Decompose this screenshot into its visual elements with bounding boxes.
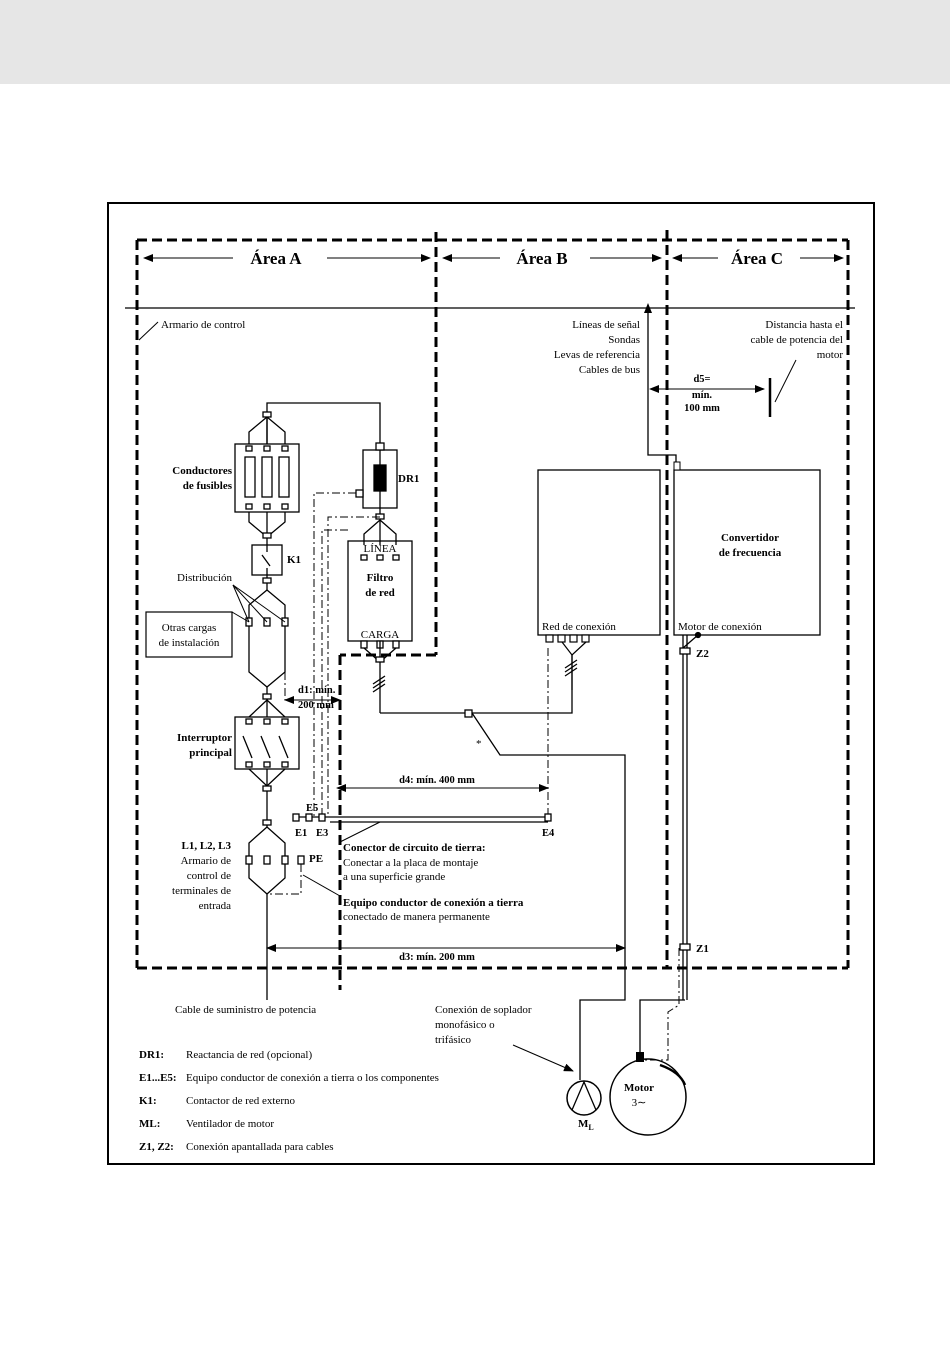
distance-motor-label-2: cable de potencia del xyxy=(750,334,843,346)
z1-label: Z1 xyxy=(696,943,709,955)
ground-connector-title: Conector de circuito de tierra: xyxy=(343,842,486,854)
legend-key-ml: ML: xyxy=(139,1118,160,1130)
l123-label: L1, L2, L3 xyxy=(181,840,231,852)
legend: DR1: Reactancia de red (opcional) E1...E… xyxy=(139,1049,439,1153)
motor-label: Motor xyxy=(624,1082,654,1094)
e1-label: E1 xyxy=(295,828,307,839)
d5-label: d5= xyxy=(693,374,710,385)
armario-label: Armario de control xyxy=(161,319,245,331)
distribution-label: Distribución xyxy=(177,572,232,584)
blower-label-1: Conexión de soplador xyxy=(435,1004,532,1016)
fuses-label-2: de fusibles xyxy=(183,480,233,492)
d3-label: d3: mín. 200 mm xyxy=(399,952,475,963)
d5-min-label: mín. xyxy=(692,390,713,401)
header-bar xyxy=(0,0,950,84)
filter-label-2: de red xyxy=(365,587,394,599)
probes-label: Sondas xyxy=(608,334,640,346)
network-connection-box xyxy=(537,469,661,636)
ground-bar xyxy=(292,813,552,823)
legend-text-z: Conexión apantallada para cables xyxy=(186,1141,334,1153)
fuses-label: Conductores xyxy=(172,465,232,477)
filter-label: Filtro xyxy=(367,572,394,584)
carga-label: CARGA xyxy=(361,629,400,641)
blower-label-2: monofásico o xyxy=(435,1019,495,1031)
e4-label: E4 xyxy=(542,828,555,839)
d5-value-label: 100 mm xyxy=(684,403,720,414)
e3-label: E3 xyxy=(316,828,328,839)
main-switch xyxy=(234,716,300,770)
other-loads-box xyxy=(145,611,233,658)
signal-lines-label: Líneas de señal xyxy=(572,319,640,331)
converter-label: Convertidor xyxy=(721,532,779,544)
supply-cable-label: Cable de suministro de potencia xyxy=(175,1004,316,1016)
k1-label: K1 xyxy=(287,554,301,566)
motor-connection-label: Motor de conexión xyxy=(678,621,762,633)
equipment-title: Equipo conductor de conexión a tierra xyxy=(343,897,524,909)
terminal-label-3: terminales de xyxy=(172,885,231,897)
linea-label: LÍNEA xyxy=(364,543,397,555)
legend-text-dr1: Reactancia de red (opcional) xyxy=(186,1049,312,1061)
d1-label: d1: mín. xyxy=(298,685,336,696)
legend-key-e: E1...E5: xyxy=(139,1072,177,1084)
legend-key-z: Z1, Z2: xyxy=(139,1141,174,1153)
motor-symbol xyxy=(609,1058,687,1136)
network-connection-label: Red de conexión xyxy=(542,621,616,633)
terminal-label-1: Armario de xyxy=(181,855,232,867)
terminal-label-4: entrada xyxy=(199,900,231,912)
dr1-label: DR1 xyxy=(398,473,419,485)
equipment-text: conectado de manera permanente xyxy=(343,911,490,923)
e5-label: E5 xyxy=(306,803,318,814)
bus-cables-label: Cables de bus xyxy=(579,364,640,376)
pe-label: PE xyxy=(309,853,323,865)
other-loads-label: Otras cargas xyxy=(162,622,216,634)
ground-connector-text-1: Conectar a la placa de montaje xyxy=(343,857,478,869)
area-a-label: Área A xyxy=(250,249,302,268)
area-b-label: Área B xyxy=(516,249,567,268)
asterisk-label: * xyxy=(476,738,482,750)
main-switch-label: Interruptor xyxy=(177,732,232,744)
converter-label-2: de frecuencia xyxy=(719,547,782,559)
other-loads-label-2: de instalación xyxy=(159,637,220,649)
z2-label: Z2 xyxy=(696,648,709,660)
fan-label: ML xyxy=(578,1118,594,1132)
frequency-converter-box xyxy=(673,469,821,636)
legend-key-dr1: DR1: xyxy=(139,1049,164,1061)
d4-label: d4: mín. 400 mm xyxy=(399,775,475,786)
blower-label-3: trifásico xyxy=(435,1034,472,1046)
distance-motor-label-3: motor xyxy=(817,349,844,361)
legend-key-k1: K1: xyxy=(139,1095,157,1107)
motor-phase-label: 3∼ xyxy=(632,1097,647,1109)
legend-text-k1: Contactor de red externo xyxy=(186,1095,296,1107)
legend-text-e: Equipo conductor de conexión a tierra o … xyxy=(186,1072,439,1084)
legend-text-ml: Ventilador de motor xyxy=(186,1118,274,1130)
distance-motor-label-1: Distancia hasta el xyxy=(765,319,843,331)
terminal-label-2: control de xyxy=(187,870,231,882)
reference-cams-label: Levas de referencia xyxy=(554,349,640,361)
area-c-label: Área C xyxy=(731,249,783,268)
d1-value-label: 200 mm xyxy=(298,700,334,711)
outer-frame xyxy=(107,202,875,1165)
main-switch-label-2: principal xyxy=(189,747,232,759)
ground-connector-text-2: a una superficie grande xyxy=(343,871,445,883)
